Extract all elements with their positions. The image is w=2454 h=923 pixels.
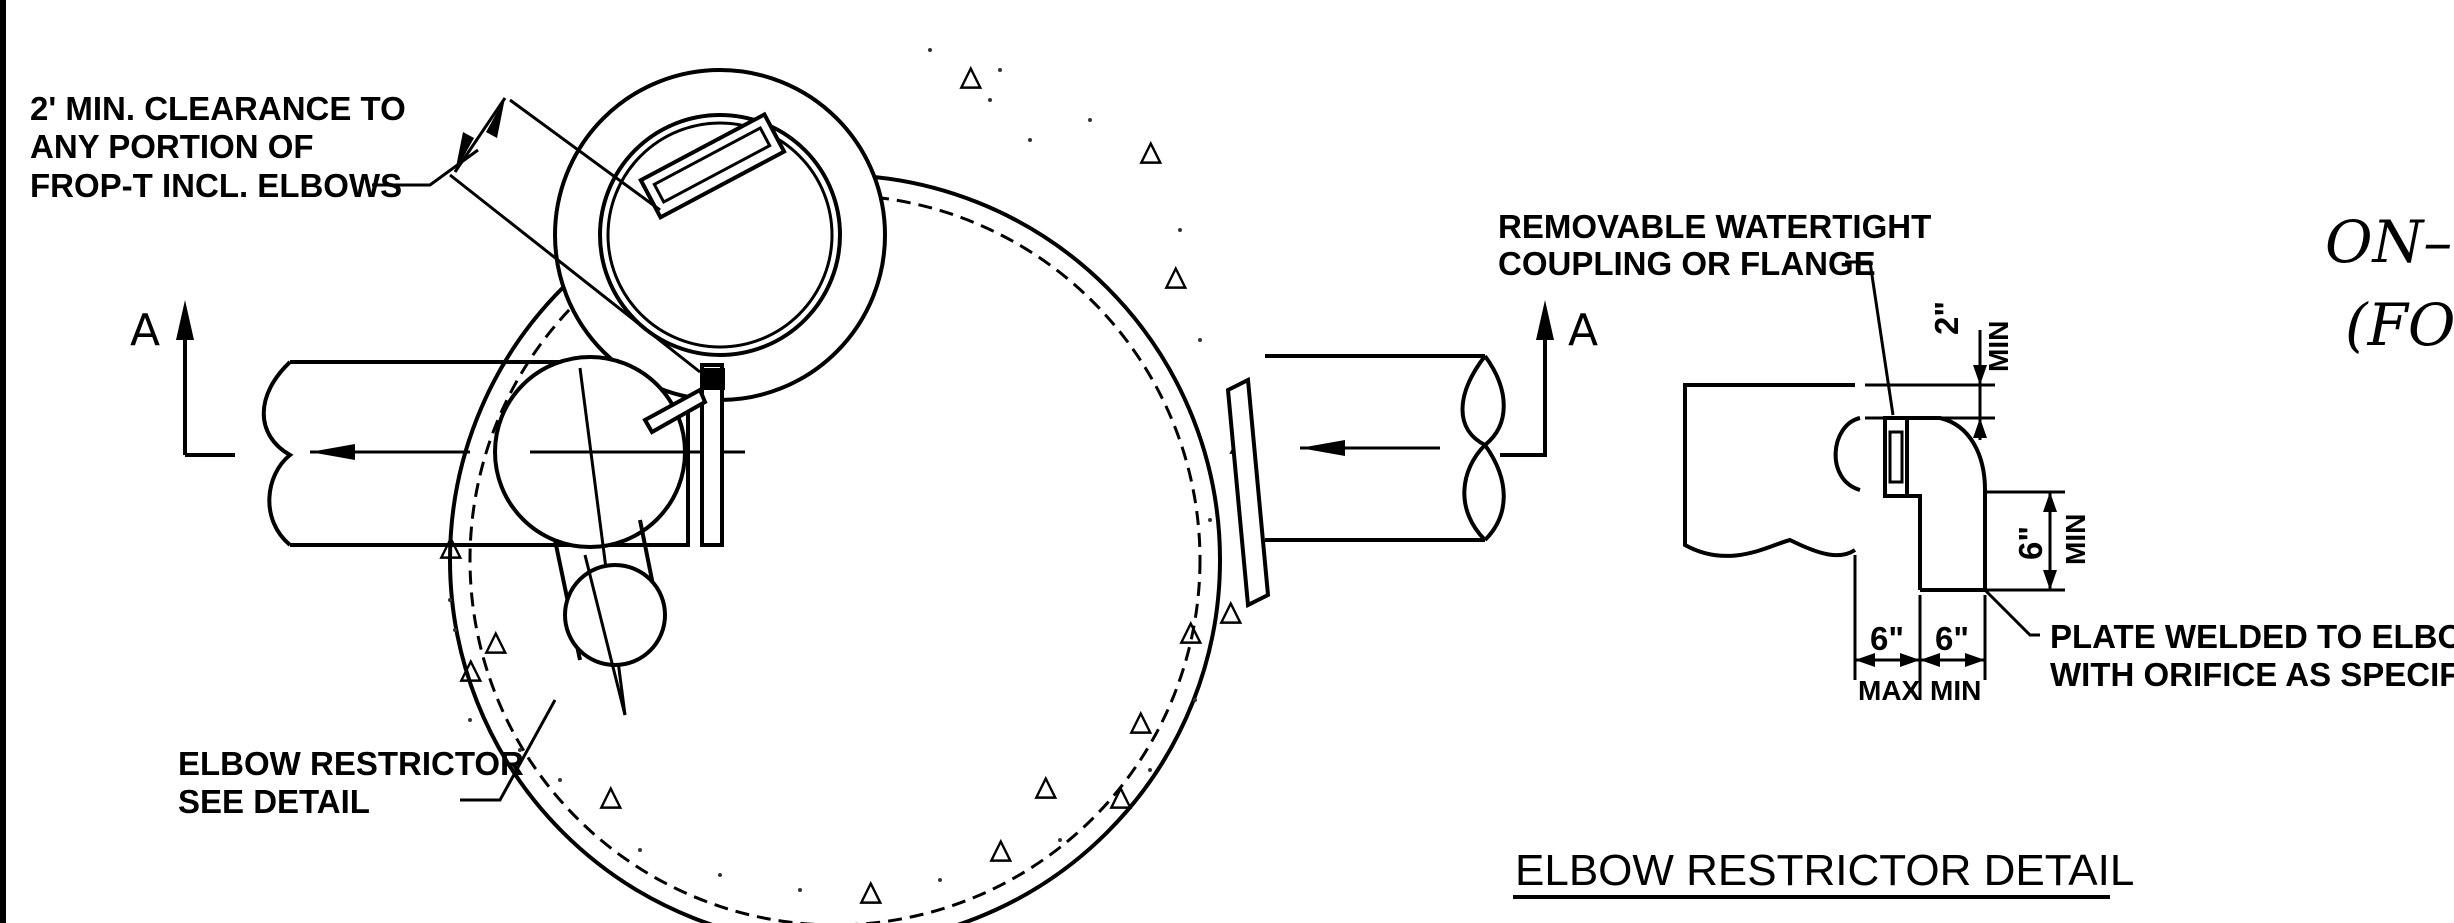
svg-text:△: △ <box>1129 705 1153 736</box>
svg-text:△: △ <box>1109 780 1133 811</box>
plate-label-1: PLATE WELDED TO ELBOW <box>2050 618 2454 655</box>
access-riser-outer <box>553 68 887 402</box>
svg-text:△: △ <box>1139 135 1163 166</box>
section-marker-left: A <box>130 300 235 457</box>
dim-bottom-left-max: MAX <box>1858 675 1921 706</box>
svg-text:△: △ <box>1179 615 1203 646</box>
inlet-baffle <box>1225 376 1271 609</box>
svg-text:△: △ <box>459 653 483 684</box>
coupling-label-1: REMOVABLE WATERTIGHT <box>1498 208 1931 245</box>
dim-side-min: MIN <box>2060 514 2091 565</box>
detail-title: ELBOW RESTRICTOR DETAIL <box>1515 846 2134 895</box>
inlet-pipe <box>1265 354 1506 542</box>
tee-support <box>700 363 724 547</box>
access-riser-inner <box>598 113 842 357</box>
elbow-restrictor-detail: REMOVABLE WATERTIGHT COUPLING OR FLANGE … <box>1498 208 2454 899</box>
section-label-right: A <box>1568 305 1598 356</box>
riser-handle <box>638 111 787 220</box>
clearance-dimension <box>372 97 701 374</box>
dim-bottom-left-value: 6" <box>1870 620 1904 657</box>
svg-text:△: △ <box>1034 770 1058 801</box>
section-marker-right: A <box>1500 300 1598 457</box>
manhole-plan: △ △ △ △ △ △ △ △ △ △ △ △ △ △ △ <box>261 48 1506 923</box>
dim-bottom-right-value: 6" <box>1935 620 1969 657</box>
elbow-restrictor-label-1: ELBOW RESTRICTOR <box>178 745 524 782</box>
dim-bottom-right-min: MIN <box>1930 675 1981 706</box>
clearance-label-3: FROP-T INCL. ELBOWS <box>30 167 402 204</box>
svg-text:△: △ <box>1219 595 1243 626</box>
svg-text:△: △ <box>859 875 883 906</box>
dim-top-min: MIN <box>1983 321 2014 372</box>
section-label-left: A <box>130 305 160 356</box>
svg-text:△: △ <box>989 833 1013 864</box>
plate-label-2: WITH ORIFICE AS SPECIFIED <box>2050 656 2454 693</box>
svg-text:△: △ <box>959 60 983 91</box>
coupling-label-2: COUPLING OR FLANGE <box>1498 245 1876 282</box>
svg-text:△: △ <box>1164 260 1188 291</box>
cut-title-line-1: ON– <box>2325 208 2452 276</box>
clearance-label-1: 2' MIN. CLEARANCE TO <box>30 90 406 127</box>
elbow-restrictor <box>563 563 667 667</box>
svg-text:△: △ <box>599 780 623 811</box>
clearance-label-2: ANY PORTION OF <box>30 128 314 165</box>
dim-side-value: 6" <box>2012 526 2049 560</box>
dim-top-value: 2" <box>1928 301 1965 335</box>
cut-title-line-2: (FO <box>2345 291 2454 359</box>
elbow-restrictor-leader <box>460 699 557 802</box>
elbow-restrictor-label-2: SEE DETAIL <box>178 783 370 820</box>
svg-text:△: △ <box>484 625 508 656</box>
